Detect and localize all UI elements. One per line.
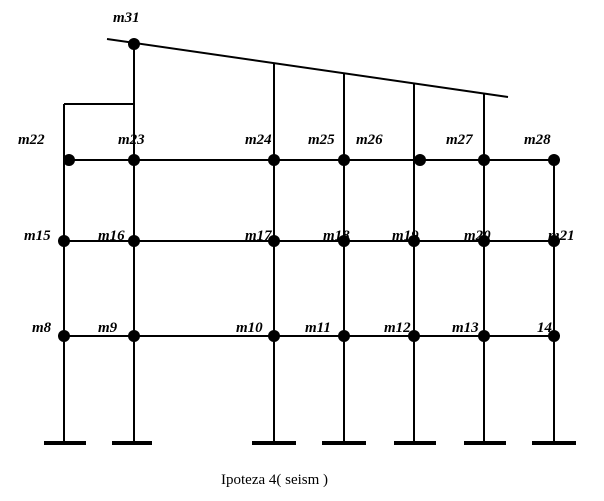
label-m9: m9 [98, 320, 118, 336]
label-m27: m27 [446, 132, 473, 148]
node-m17 [268, 235, 280, 247]
node-m16 [128, 235, 140, 247]
label-m18: m18 [323, 228, 350, 244]
node-m15 [58, 235, 70, 247]
label-m31: m31 [113, 10, 140, 26]
node-m11 [338, 330, 350, 342]
label-m13: m13 [452, 320, 479, 336]
node-m20 [478, 235, 490, 247]
label-m24: m24 [245, 132, 272, 148]
node-m14 [548, 330, 560, 342]
label-m16: m16 [98, 228, 125, 244]
node-m9 [128, 330, 140, 342]
node-m27 [478, 154, 490, 166]
node-m21 [548, 235, 560, 247]
label-m25: m25 [308, 132, 335, 148]
label-m22: m22 [18, 132, 45, 148]
node-m18 [338, 235, 350, 247]
label-m28: m28 [524, 132, 551, 148]
label-m21: m21 [548, 228, 575, 244]
label-m14: 14 [537, 320, 553, 336]
node-m26 [414, 154, 426, 166]
label-m11: m11 [305, 320, 331, 336]
label-m17: m17 [245, 228, 272, 244]
node-m12 [408, 330, 420, 342]
label-m8: m8 [32, 320, 52, 336]
label-m19: m19 [392, 228, 419, 244]
label-m23: m23 [118, 132, 145, 148]
diagram-caption: Ipoteza 4( seism ) [221, 472, 328, 488]
label-m15: m15 [24, 228, 51, 244]
label-m26: m26 [356, 132, 383, 148]
node-m28 [548, 154, 560, 166]
node-m24 [268, 154, 280, 166]
node-m22 [63, 154, 75, 166]
node-m8 [58, 330, 70, 342]
node-m10 [268, 330, 280, 342]
node-m23 [128, 154, 140, 166]
label-m20: m20 [464, 228, 491, 244]
node-m19 [408, 235, 420, 247]
label-m10: m10 [236, 320, 263, 336]
roof-beam [106, 38, 509, 98]
node-m13 [478, 330, 490, 342]
node-m25 [338, 154, 350, 166]
node-m31 [128, 38, 140, 50]
label-m12: m12 [384, 320, 411, 336]
